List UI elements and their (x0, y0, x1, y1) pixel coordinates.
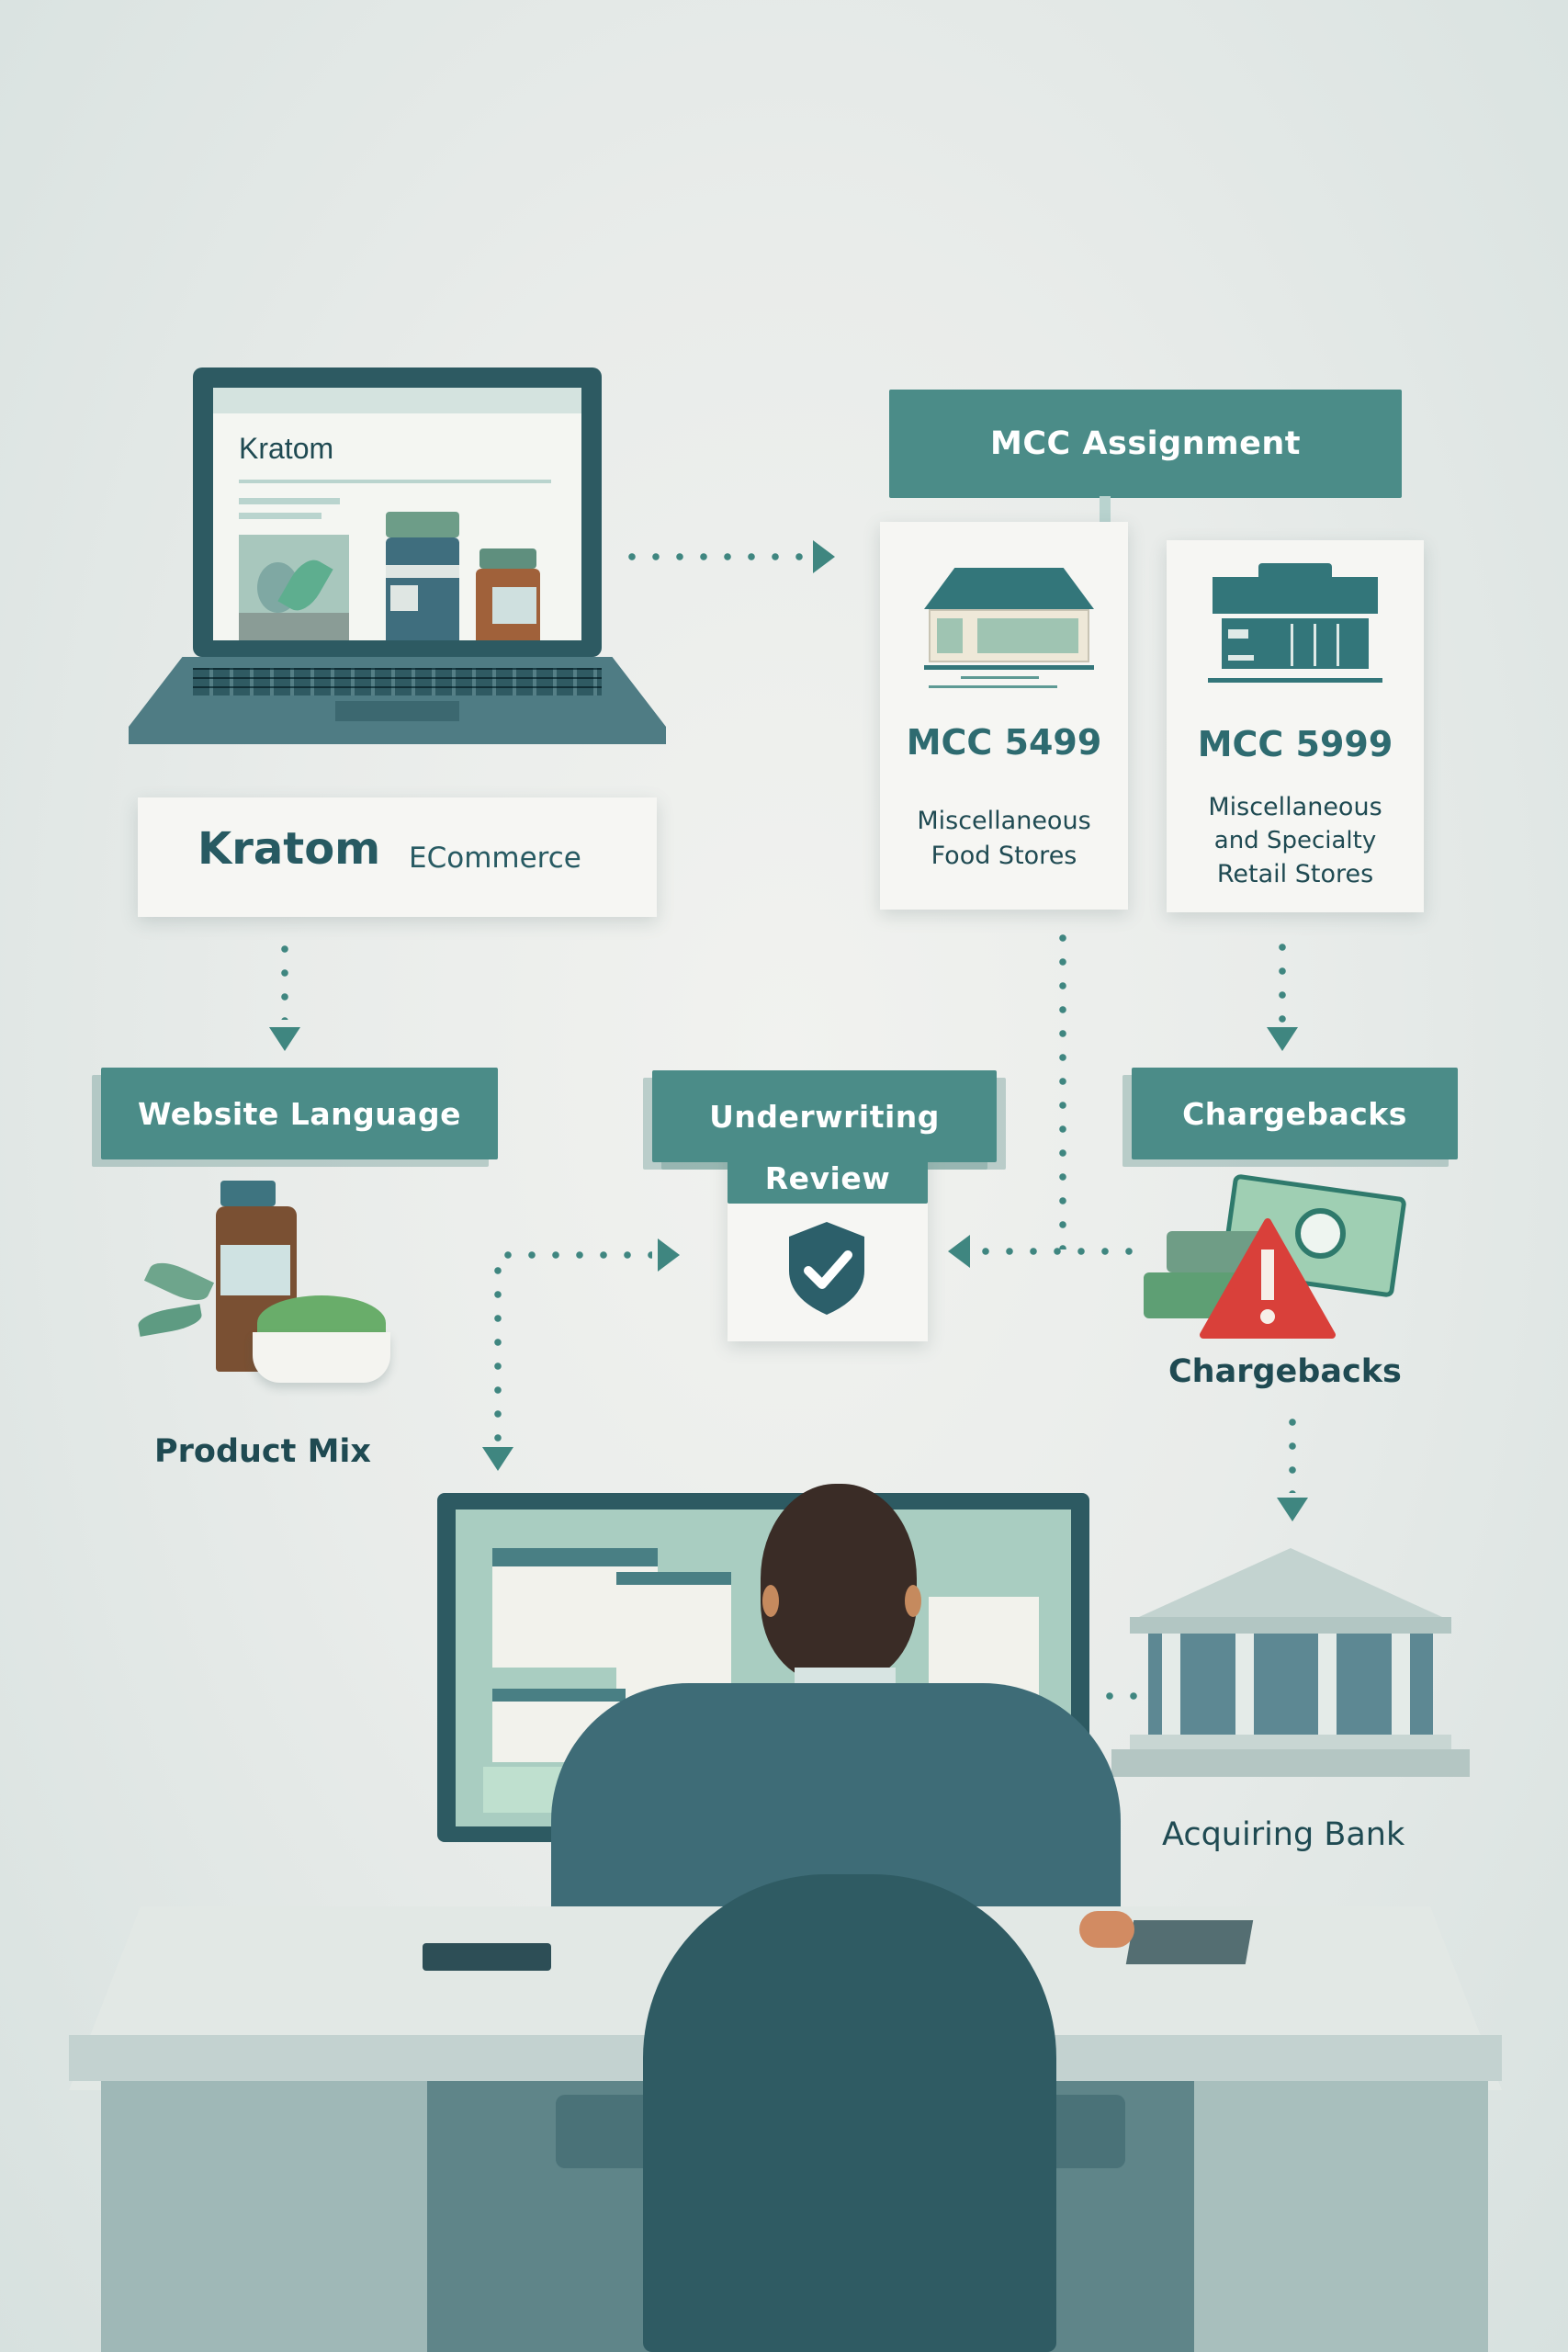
connector-chargebacks-to-bank (1289, 1410, 1296, 1493)
desk-drawer-left (101, 2081, 427, 2352)
chargebacks-banner-label: Chargebacks (1182, 1095, 1407, 1132)
review-banner-tab: Review (728, 1153, 928, 1204)
storefront-house-icon (924, 568, 1094, 696)
underwriter-ear (905, 1585, 921, 1617)
underwriting-review-banner: Underwriting (652, 1070, 997, 1162)
underwriter-hand (1079, 1911, 1134, 1948)
arrow-down-icon (1277, 1498, 1308, 1521)
supplement-jar-blue (386, 512, 459, 640)
arrow-right-icon (658, 1238, 680, 1272)
retail-store-icon (1208, 563, 1382, 692)
arrow-down-icon (482, 1447, 513, 1471)
mcc-5999-desc-line3: Retail Stores (1216, 860, 1374, 888)
mcc-5499-desc-line2: Food Stores (931, 842, 1077, 870)
keyboard-keys (193, 668, 602, 695)
acquiring-bank-label: Acquiring Bank (1162, 1816, 1405, 1853)
trackpad (335, 701, 459, 721)
connector-laptop-to-mcc (620, 553, 813, 560)
product-bottle-powder-icon (136, 1181, 404, 1396)
laptop-keyboard-base (129, 657, 666, 744)
chargebacks-caption: Chargebacks (1168, 1353, 1402, 1390)
keyboard-on-desk (1125, 1920, 1254, 1964)
kratom-ecommerce-card: Kratom ECommerce (138, 797, 657, 917)
mcc-5499-code: MCC 5499 (906, 722, 1102, 763)
mcc-5999-desc-line2: and Specialty (1213, 827, 1377, 854)
mcc-assignment-label: MCC Assignment (990, 425, 1301, 462)
connector-left-down-to-monitor (494, 1259, 502, 1442)
connector-mcc5499-to-underwriting (1059, 926, 1066, 1250)
laptop-screen: Kratom (213, 388, 581, 640)
underwriting-label: Underwriting (709, 1098, 940, 1135)
mcc-5999-desc-line1: Miscellaneous (1208, 793, 1382, 821)
screen-line (239, 498, 340, 504)
kratom-label: Kratom (197, 823, 381, 875)
connector-ecommerce-to-website (281, 937, 288, 1020)
browser-bar (213, 388, 581, 413)
connector-left-to-underwriting (496, 1251, 652, 1259)
mcc-card-5999: MCC 5999 Miscellaneous and Specialty Ret… (1167, 540, 1424, 912)
underwriter-head (761, 1484, 917, 1681)
connector-monitor-to-bank (1098, 1692, 1144, 1700)
screen-divider (239, 480, 551, 483)
desk-drawer-right (1194, 2081, 1488, 2352)
bank-building-icon (1111, 1548, 1479, 1782)
laptop-lid: Kratom (193, 368, 602, 657)
underwriter-ear (762, 1585, 779, 1617)
phone-on-desk (423, 1943, 551, 1971)
arrow-down-icon (1267, 1027, 1298, 1051)
mcc-card-5499: MCC 5499 Miscellaneous Food Stores (880, 522, 1128, 910)
office-chair-back (643, 1874, 1056, 2352)
screen-line (239, 513, 321, 519)
arrow-down-icon (269, 1027, 300, 1051)
shield-check-icon (785, 1220, 868, 1317)
screen-kratom-title: Kratom (239, 432, 334, 465)
review-label: Review (764, 1160, 891, 1196)
supplement-jar-brown (476, 548, 540, 640)
connector-chargebacks-to-underwriting (974, 1248, 1148, 1255)
website-language-label: Website Language (137, 1095, 461, 1132)
chargebacks-banner: Chargebacks (1132, 1068, 1458, 1159)
ecommerce-label: ECommerce (409, 842, 581, 875)
website-language-banner: Website Language (101, 1068, 498, 1159)
arrow-left-icon (948, 1235, 970, 1268)
arrow-right-icon (813, 540, 835, 573)
connector-mcc5999-to-chargebacks (1279, 935, 1286, 1027)
mcc-assignment-banner: MCC Assignment (889, 390, 1402, 498)
product-mix-label: Product Mix (154, 1433, 371, 1470)
laptop-illustration: Kratom (129, 368, 671, 753)
leaf-image-icon (239, 535, 349, 640)
money-warning-icon (1144, 1173, 1419, 1339)
mcc-5499-desc-line1: Miscellaneous (917, 807, 1091, 835)
mcc-5999-code: MCC 5999 (1197, 724, 1393, 764)
